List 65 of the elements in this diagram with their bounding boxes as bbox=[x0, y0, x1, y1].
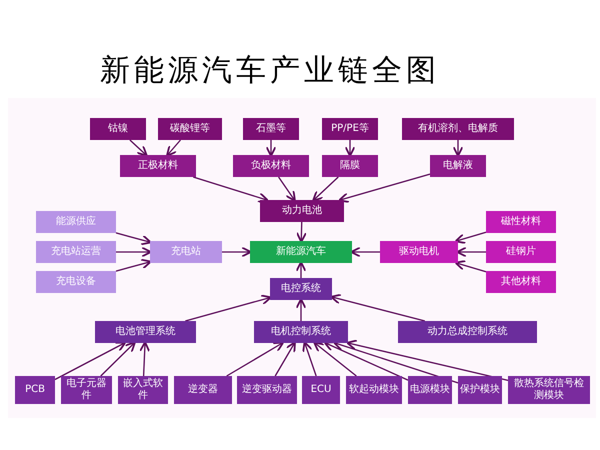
process-box: 动力电池 bbox=[260, 200, 344, 222]
process-box: PCB bbox=[15, 376, 55, 404]
process-box: 电控系统 bbox=[270, 278, 332, 300]
arrow bbox=[312, 176, 339, 202]
arrow bbox=[274, 341, 296, 376]
arrow bbox=[100, 341, 136, 376]
diagram-title: 新能源汽车产业链全图 bbox=[100, 52, 440, 90]
arrow bbox=[139, 341, 150, 376]
process-box: 有机溶剂、电解质 bbox=[402, 118, 514, 140]
process-box: 逆变驱动器 bbox=[237, 376, 297, 404]
process-box: 新能源汽车 bbox=[250, 241, 352, 263]
arrow bbox=[344, 140, 356, 157]
arrow bbox=[54, 342, 126, 380]
arrow bbox=[116, 246, 152, 258]
arrow bbox=[296, 298, 306, 321]
arrow bbox=[222, 246, 252, 258]
process-box: 能源供应 bbox=[36, 211, 116, 233]
arrow bbox=[116, 232, 152, 246]
arrow bbox=[302, 341, 317, 376]
process-box: 嵌入式软件 bbox=[118, 376, 168, 404]
arrow bbox=[338, 173, 430, 203]
process-box: 充电站 bbox=[150, 241, 222, 263]
arrow bbox=[129, 140, 148, 157]
arrow bbox=[350, 246, 380, 258]
arrow bbox=[330, 294, 426, 322]
arrow bbox=[454, 260, 486, 272]
process-box: 软起动模块 bbox=[346, 376, 402, 404]
process-box: ECU bbox=[302, 376, 340, 404]
arrow bbox=[452, 140, 464, 157]
process-box: 钴镍 bbox=[90, 118, 146, 140]
process-box: 硅钢片 bbox=[486, 241, 556, 263]
arrow bbox=[278, 176, 296, 202]
process-box: 电子元器件 bbox=[61, 376, 112, 404]
process-box: 电池管理系统 bbox=[95, 321, 196, 343]
arrow bbox=[296, 261, 306, 278]
process-box: 电解液 bbox=[430, 155, 486, 177]
arrow bbox=[456, 246, 486, 258]
arrow bbox=[166, 140, 181, 157]
process-box: 驱动电机 bbox=[380, 241, 458, 263]
arrow bbox=[193, 176, 269, 203]
arrow bbox=[296, 222, 307, 243]
process-box: 散热系统信号检测模块 bbox=[508, 376, 590, 404]
process-box: 负极材料 bbox=[233, 155, 309, 177]
arrow bbox=[226, 342, 284, 377]
process-box: 电源模块 bbox=[408, 376, 452, 404]
process-box: 石墨等 bbox=[243, 118, 299, 140]
process-box: 充电设备 bbox=[36, 271, 116, 293]
process-box: 正极材料 bbox=[120, 155, 196, 177]
arrow bbox=[116, 258, 152, 272]
process-box: 动力总成控制系统 bbox=[398, 321, 537, 343]
arrow bbox=[324, 341, 408, 381]
process-box: 逆变器 bbox=[174, 376, 232, 404]
process-box: 保护模块 bbox=[458, 376, 502, 404]
process-box: 充电站运营 bbox=[36, 241, 116, 263]
process-box: 碳酸锂等 bbox=[158, 118, 222, 140]
arrow bbox=[313, 342, 357, 376]
process-box: PP/PE等 bbox=[322, 118, 378, 140]
process-box: 磁性材料 bbox=[486, 211, 556, 233]
arrow bbox=[346, 340, 508, 382]
process-box: 其他材料 bbox=[486, 271, 556, 293]
process-box: 隔膜 bbox=[322, 155, 378, 177]
process-box: 电机控制系统 bbox=[254, 321, 348, 343]
arrow bbox=[185, 294, 272, 322]
arrow bbox=[454, 232, 486, 244]
arrow bbox=[266, 140, 276, 157]
